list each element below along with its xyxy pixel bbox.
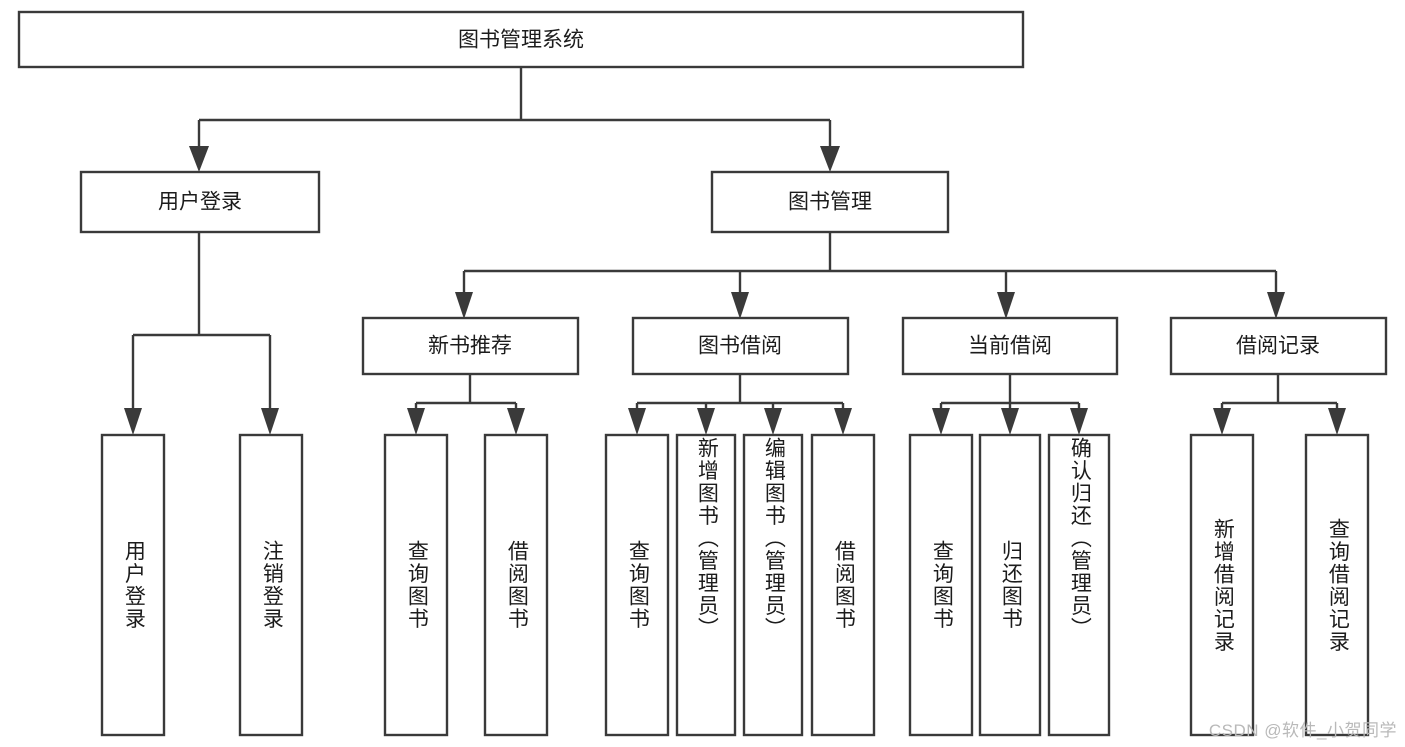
node-current-borrow[interactable]: 当前借阅: [901, 316, 1119, 376]
node-user-login-box[interactable]: [79, 170, 321, 234]
node-current-borrow-box[interactable]: [901, 316, 1119, 376]
leaf-box-book-borrow-4[interactable]: [810, 433, 876, 737]
leaf-box-book-borrow-3[interactable]: [742, 433, 804, 737]
arrow-head-current-leaf-1: [932, 408, 950, 435]
node-book-borrow-box[interactable]: [631, 316, 850, 376]
leaf-box-user-login-2[interactable]: [238, 433, 304, 737]
leaf-box-borrow-record-1[interactable]: [1189, 433, 1255, 737]
node-new-book-recommend-label: 新书推荐: [428, 335, 512, 358]
leaf-box-new-book-1[interactable]: [383, 433, 449, 737]
arrow-head-current-leaf-2: [1001, 408, 1019, 435]
arrow-head-newbook-leaf-1: [407, 408, 425, 435]
arrow-head-bookborrow-leaf-3: [764, 408, 782, 435]
arrow-head-borrow-record: [1267, 292, 1285, 319]
node-root[interactable]: 图书管理系统: [17, 10, 1025, 69]
arrow-head-user-leaf-2: [261, 408, 279, 435]
arrow-head-bookborrow-leaf-4: [834, 408, 852, 435]
leaf-box-current-borrow-2[interactable]: [978, 433, 1042, 737]
arrow-head-bookborrow-leaf-2: [697, 408, 715, 435]
node-new-book-recommend-box[interactable]: [361, 316, 580, 376]
arrow-head-book-manage: [820, 146, 840, 172]
connectors-group: [124, 67, 1346, 435]
node-book-borrow-label: 图书借阅: [698, 335, 782, 358]
arrow-head-current-borrow: [997, 292, 1015, 319]
node-borrow-record-label: 借阅记录: [1236, 335, 1320, 358]
leaf-box-new-book-2[interactable]: [483, 433, 549, 737]
node-current-borrow-label: 当前借阅: [968, 335, 1052, 358]
node-borrow-record[interactable]: 借阅记录: [1169, 316, 1388, 376]
leaf-box-borrow-record-2[interactable]: [1304, 433, 1370, 737]
arrow-head-user-login: [189, 146, 209, 172]
leaf-box-book-borrow-1[interactable]: [604, 433, 670, 737]
node-root-box[interactable]: [17, 10, 1025, 69]
arrow-head-current-leaf-3: [1070, 408, 1088, 435]
leaf-box-current-borrow-1[interactable]: [908, 433, 974, 737]
leaf-box-current-borrow-3[interactable]: [1047, 433, 1111, 737]
node-book-manage[interactable]: 图书管理: [710, 170, 950, 234]
leaf-box-user-login-1[interactable]: [100, 433, 166, 737]
node-user-login[interactable]: 用户登录: [79, 170, 321, 234]
node-user-login-label: 用户登录: [158, 191, 242, 214]
node-borrow-record-box[interactable]: [1169, 316, 1388, 376]
arrow-head-record-leaf-1: [1213, 408, 1231, 435]
node-book-borrow[interactable]: 图书借阅: [631, 316, 850, 376]
node-new-book-recommend[interactable]: 新书推荐: [361, 316, 580, 376]
watermark-text: CSDN @软件_小贺同学: [1208, 721, 1397, 740]
arrow-head-book-borrow: [731, 292, 749, 319]
arrow-head-user-leaf-1: [124, 408, 142, 435]
arrow-head-new-book: [455, 292, 473, 319]
arrow-head-bookborrow-leaf-1: [628, 408, 646, 435]
node-book-manage-box[interactable]: [710, 170, 950, 234]
arrow-head-record-leaf-2: [1328, 408, 1346, 435]
node-root-label: 图书管理系统: [458, 29, 584, 52]
node-book-manage-label: 图书管理: [788, 191, 872, 214]
leaf-box-book-borrow-2[interactable]: [675, 433, 737, 737]
arrow-head-newbook-leaf-2: [507, 408, 525, 435]
